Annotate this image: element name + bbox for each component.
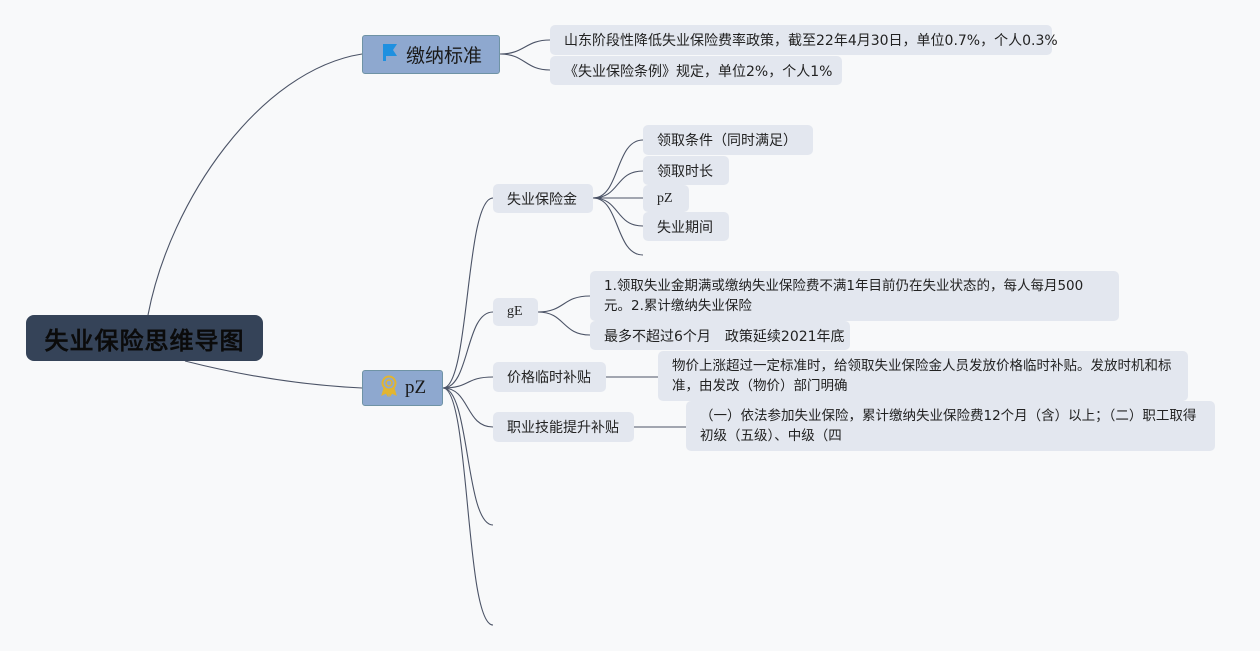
branch-pz[interactable]: pZ: [362, 370, 443, 406]
link-pz-sub-5: [442, 387, 494, 526]
link-pz-sub-3: [442, 376, 494, 389]
sub-node-skill-subsidy[interactable]: 职业技能提升补贴: [493, 412, 634, 442]
sub-label: gE: [507, 304, 523, 319]
leaf-label: 领取条件（同时满足）: [657, 133, 797, 149]
leaf-label: 1.领取失业金期满或缴纳失业保险费不满1年目前仍在失业状态的，每人每月500元。…: [604, 278, 1084, 314]
leaf-node[interactable]: pZ: [643, 185, 689, 212]
leaf-node[interactable]: 物价上涨超过一定标准时，给领取失业保险金人员发放价格临时补贴。发放时机和标准，由…: [658, 351, 1188, 401]
link-ge-2: [537, 311, 591, 336]
leaf-node[interactable]: 领取时长: [643, 156, 729, 185]
leaf-node[interactable]: （一）依法参加失业保险，累计缴纳失业保险费12个月（含）以上；（二）职工取得初级…: [686, 401, 1215, 451]
leaf-label: 领取时长: [657, 163, 713, 180]
link-root-to-pz: [184, 360, 363, 389]
link-jiaona-child-1: [499, 39, 551, 55]
flag-icon: [380, 42, 400, 67]
leaf-label: 山东阶段性降低失业保险费率政策，截至22年4月30日，单位0.7%，个人0.3%: [564, 33, 1058, 49]
link-pz-sub-1: [442, 197, 494, 389]
leaf-node[interactable]: 失业期间: [643, 212, 729, 241]
sub-node-price-subsidy[interactable]: 价格临时补贴: [493, 362, 606, 392]
sub-node-sybxj[interactable]: 失业保险金: [493, 184, 593, 213]
leaf-label: 《失业保险条例》规定，单位2%，个人1%: [564, 63, 833, 80]
leaf-node[interactable]: 1.领取失业金期满或缴纳失业保险费不满1年目前仍在失业状态的，每人每月500元。…: [590, 271, 1119, 321]
root-node[interactable]: 失业保险思维导图: [26, 315, 263, 361]
leaf-node[interactable]: 领取条件（同时满足）: [643, 125, 813, 155]
leaf-label: （一）依法参加失业保险，累计缴纳失业保险费12个月（含）以上；（二）职工取得初级…: [700, 408, 1197, 444]
branch-label: 缴纳标准: [405, 45, 482, 67]
leaf-node[interactable]: 最多不超过6个月 政策延续2021年底: [590, 321, 850, 350]
leaf-label: 最多不超过6个月 政策延续2021年底: [604, 328, 845, 345]
link-ge-1: [537, 295, 591, 313]
leaf-label: 失业期间: [657, 219, 713, 236]
link-sybxj-4: [592, 197, 644, 227]
leaf-label: 物价上涨超过一定标准时，给领取失业保险金人员发放价格临时补贴。发放时机和标准，由…: [672, 358, 1172, 394]
leaf-label: pZ: [657, 190, 673, 206]
sub-label: 价格临时补贴: [507, 370, 591, 386]
link-sybxj-1: [592, 139, 644, 199]
link-pz-sub-6: [442, 387, 494, 626]
award-ribbon-icon: [379, 375, 399, 402]
link-pz-sub-4: [442, 387, 494, 428]
sub-node-ge[interactable]: gE: [493, 298, 538, 326]
branch-label: pZ: [404, 377, 427, 398]
link-sybxj-2: [592, 170, 644, 199]
link-jiaona-child-2: [499, 53, 551, 71]
leaf-node[interactable]: 《失业保险条例》规定，单位2%，个人1%: [550, 56, 842, 85]
sub-label: 职业技能提升补贴: [507, 420, 619, 436]
sub-label: 失业保险金: [507, 191, 577, 208]
link-pz-sub-2: [442, 311, 494, 389]
link-root-to-jiaona: [147, 53, 363, 316]
link-sybxj-5: [592, 197, 644, 256]
root-label: 失业保险思维导图: [44, 326, 245, 355]
leaf-node[interactable]: 山东阶段性降低失业保险费率政策，截至22年4月30日，单位0.7%，个人0.3%: [550, 25, 1058, 55]
branch-jiaona-biaozhun[interactable]: 缴纳标准: [362, 35, 500, 74]
